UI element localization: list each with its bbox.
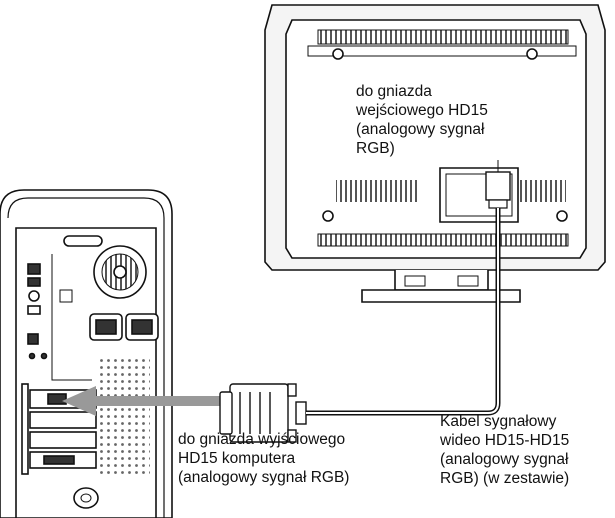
computer-output-line2: HD15 komputera bbox=[178, 449, 349, 468]
monitor-input-line3: (analogowy sygnał bbox=[356, 120, 488, 139]
monitor-input-label: do gniazda wejściowego HD15 (analogowy s… bbox=[356, 82, 488, 158]
monitor-input-line4: RGB) bbox=[356, 139, 488, 158]
monitor-input-line2: wejściowego HD15 bbox=[356, 101, 488, 120]
cable-line2: wideo HD15-HD15 bbox=[440, 431, 569, 450]
computer-output-label: do gniazda wyjściowego HD15 komputera (a… bbox=[178, 430, 349, 487]
cable-line4: RGB) (w zestawie) bbox=[440, 469, 569, 488]
monitor-input-line1: do gniazda bbox=[356, 82, 488, 101]
computer-output-line1: do gniazda wyjściowego bbox=[178, 430, 349, 449]
cable-label: Kabel sygnałowy wideo HD15-HD15 (analogo… bbox=[440, 412, 569, 488]
cable-line1: Kabel sygnałowy bbox=[440, 412, 569, 431]
cable-line3: (analogowy sygnał bbox=[440, 450, 569, 469]
computer-tower-icon bbox=[0, 190, 172, 518]
computer-output-line3: (analogowy sygnał RGB) bbox=[178, 468, 349, 487]
